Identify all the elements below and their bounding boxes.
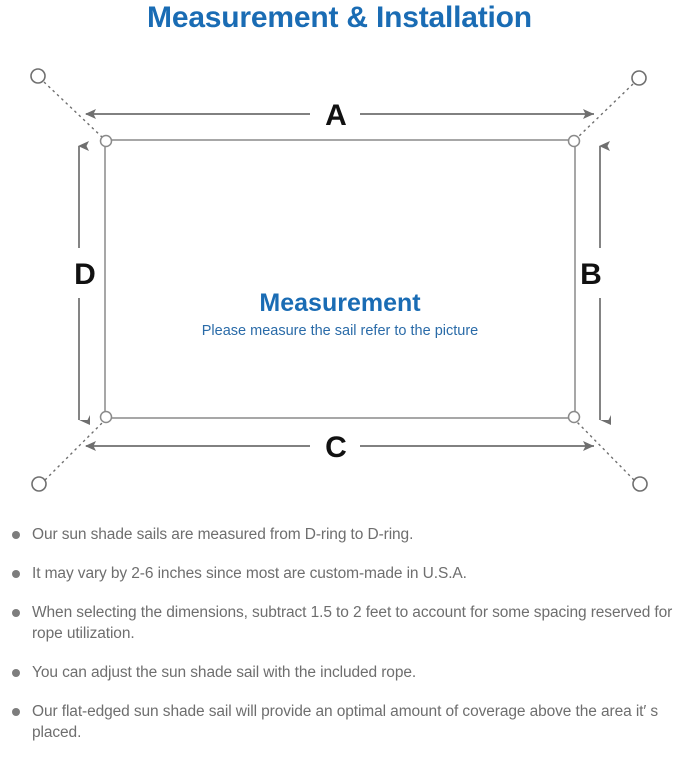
rope-lines xyxy=(43,81,635,481)
bullet-icon xyxy=(12,570,20,578)
d-ring-top-right xyxy=(567,134,581,148)
measurement-diagram: A B C D Measurement Please measure the s… xyxy=(0,48,679,518)
dimension-label-b: B xyxy=(580,258,602,291)
anchor-point-top-right xyxy=(631,70,647,86)
bullet-icon xyxy=(12,669,20,677)
dimension-letters: A B C D xyxy=(74,99,602,464)
list-item: Our sun shade sails are measured from D-… xyxy=(0,524,679,545)
dimension-label-d: D xyxy=(74,258,96,291)
note-text: It may vary by 2-6 inches since most are… xyxy=(32,565,467,582)
d-ring-bottom-left xyxy=(99,410,113,424)
note-text: Our sun shade sails are measured from D-… xyxy=(32,526,414,543)
bullet-icon xyxy=(12,609,20,617)
rope-line-bottom-right xyxy=(576,421,635,481)
page-title: Measurement & Installation xyxy=(147,1,532,34)
anchor-points xyxy=(30,68,648,492)
list-item: You can adjust the sun shade sail with t… xyxy=(0,662,679,683)
d-rings xyxy=(99,134,581,424)
anchor-point-bottom-right xyxy=(632,476,648,492)
d-ring-top-left xyxy=(99,134,113,148)
notes-list: Our sun shade sails are measured from D-… xyxy=(0,524,679,761)
bullet-icon xyxy=(12,531,20,539)
note-text: You can adjust the sun shade sail with t… xyxy=(32,664,417,681)
anchor-point-top-left xyxy=(30,68,46,84)
list-item: It may vary by 2-6 inches since most are… xyxy=(0,563,679,584)
list-item: Our flat-edged sun shade sail will provi… xyxy=(0,701,679,743)
anchor-point-bottom-left xyxy=(31,476,47,492)
dimension-label-c: C xyxy=(325,431,347,464)
sail-rectangle xyxy=(104,139,576,419)
list-item: When selecting the dimensions, subtract … xyxy=(0,602,679,644)
diagram-svg: A B C D xyxy=(30,68,648,492)
note-text: Our flat-edged sun shade sail will provi… xyxy=(32,703,659,741)
rope-line-bottom-left xyxy=(44,421,104,481)
note-text: When selecting the dimensions, subtract … xyxy=(32,604,673,642)
dimension-arrows xyxy=(78,109,611,451)
d-ring-bottom-right xyxy=(567,410,581,424)
dimension-label-a: A xyxy=(325,99,347,132)
bullet-icon xyxy=(12,708,20,716)
rope-line-top-left xyxy=(43,81,104,139)
rope-line-top-right xyxy=(576,83,634,139)
